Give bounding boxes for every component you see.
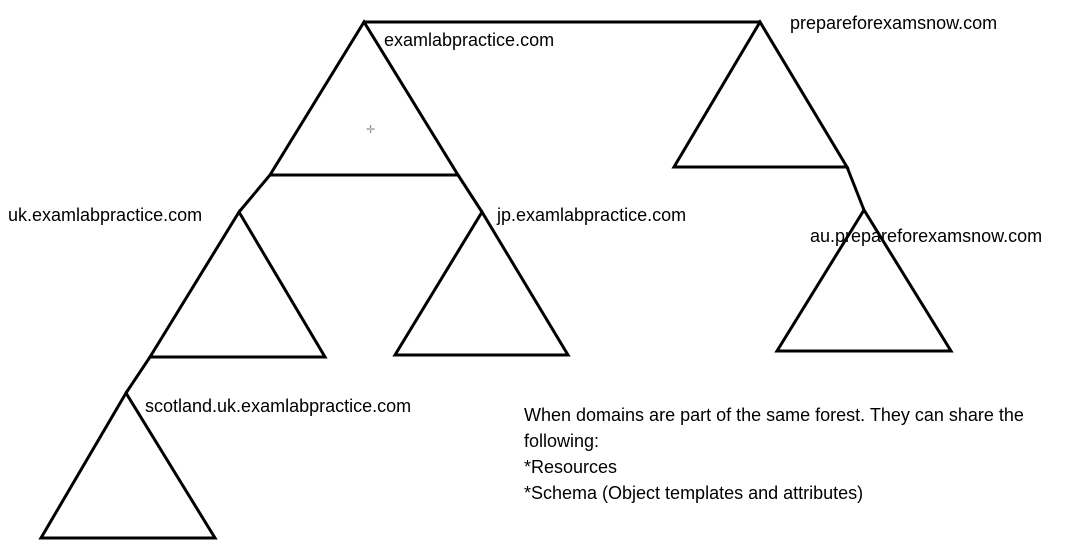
forest-sharing-note: When domains are part of the same forest…	[524, 402, 1084, 506]
note-line-1: When domains are part of the same forest…	[524, 405, 1024, 425]
triangle-uk	[147, 209, 328, 359]
note-line-2: following:	[524, 431, 600, 451]
note-line-4: *Schema (Object templates and attributes…	[524, 483, 864, 503]
connector-uk-scotland	[124, 355, 152, 395]
label-uk: uk.examlabpractice.com	[8, 205, 203, 225]
triangle-scotland	[38, 390, 218, 540]
label-prepareforexamsnow: prepareforexamsnow.com	[790, 13, 998, 33]
triangle-prepareforexamsnow	[671, 19, 850, 169]
label-jp: jp.examlabpractice.com	[497, 205, 687, 225]
cursor-crosshair-icon: ✛	[366, 124, 376, 136]
label-scotland: scotland.uk.examlabpractice.com	[145, 396, 412, 416]
connector-root-jp	[456, 173, 484, 214]
note-line-3: *Resources	[524, 457, 618, 477]
label-au: au.prepareforexamsnow.com	[810, 226, 1043, 246]
label-examlabpractice: examlabpractice.com	[384, 30, 555, 50]
connector-root-uk	[237, 173, 272, 214]
triangle-examlabpractice	[267, 19, 461, 177]
triangle-au	[774, 207, 954, 353]
connector-prepare-au	[845, 165, 866, 212]
triangle-jp	[392, 209, 571, 357]
